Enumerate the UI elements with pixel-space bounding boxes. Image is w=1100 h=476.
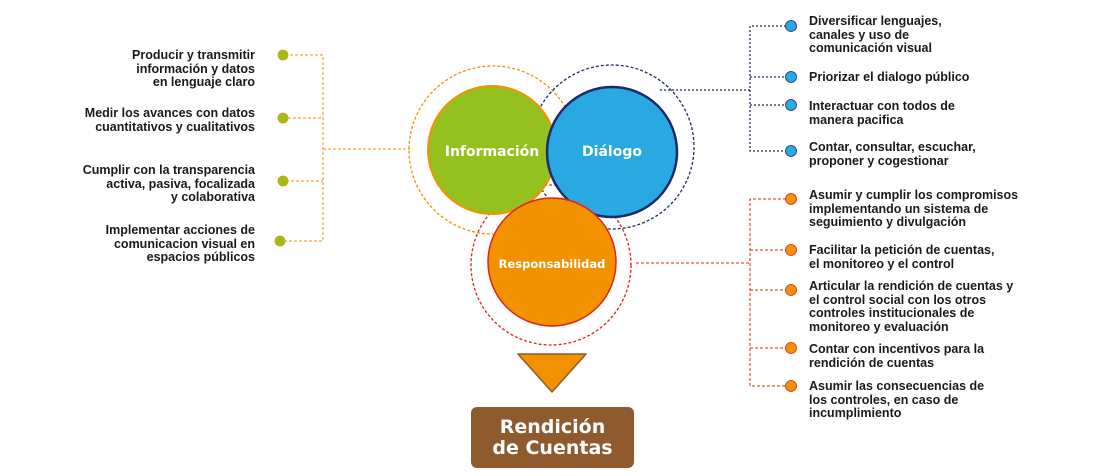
down-arrow-icon	[517, 353, 587, 393]
rendicion-de-cuentas-box: Rendición de Cuentas	[471, 407, 634, 468]
left-dot	[274, 235, 286, 247]
dialogo-circle	[545, 85, 679, 219]
left-dots	[274, 49, 289, 247]
dialogo-label: Diálogo	[582, 144, 642, 160]
right-bottom-connector	[636, 198, 786, 387]
informacion-label: Información	[444, 144, 540, 160]
right-bottom-dot	[785, 284, 797, 296]
right-bottom-item-consequences: Asumir las consecuencias de los controle…	[809, 379, 985, 420]
left-dot	[277, 49, 289, 61]
right-bottom-dot	[785, 244, 797, 256]
right-top-dot	[785, 99, 797, 111]
right-top-item-diversify: Diversificar lenguajes, canales y uso de…	[809, 14, 942, 55]
right-top-dot	[785, 20, 797, 32]
responsabilidad-label: Responsabilidad	[498, 257, 606, 271]
right-top-dot	[785, 71, 797, 83]
left-connector	[283, 54, 410, 242]
left-item-measure-progress: Medir los avances con datos cuantitativo…	[84, 106, 255, 134]
left-dot	[277, 112, 289, 124]
right-top-item-consult: Contar, consultar, escuchar, proponer y …	[809, 140, 976, 168]
left-item-produce-information: Producir y transmitir información y dato…	[132, 48, 255, 89]
right-bottom-dot	[785, 380, 797, 392]
right-bottom-item-commitments: Asumir y cumplir los compromisos impleme…	[809, 188, 1019, 229]
right-bottom-dot	[785, 193, 797, 205]
left-item-visual-communication: Implementar acciones de comunicacion vis…	[105, 223, 255, 264]
right-top-dots	[785, 20, 797, 157]
right-top-item-public-dialogue: Priorizar el dialogo público	[809, 70, 970, 84]
right-bottom-item-incentives: Contar con incentivos para la rendición …	[809, 342, 985, 370]
right-top-connector	[660, 25, 786, 152]
right-top-item-interact: Interactuar con todos de manera pacifica	[809, 99, 955, 127]
right-bottom-item-facilitate: Facilitar la petición de cuentas, el mon…	[809, 243, 995, 271]
responsabilidad-dashed-ring	[470, 184, 632, 346]
left-item-transparency: Cumplir con la transparencia activa, pas…	[82, 163, 255, 204]
right-bottom-dots	[785, 193, 797, 392]
right-bottom-item-articulate: Articular la rendición de cuentas y el c…	[809, 279, 1014, 334]
responsabilidad-circle	[487, 197, 617, 327]
right-top-dot	[785, 145, 797, 157]
left-dot	[277, 175, 289, 187]
right-bottom-dot	[785, 342, 797, 354]
